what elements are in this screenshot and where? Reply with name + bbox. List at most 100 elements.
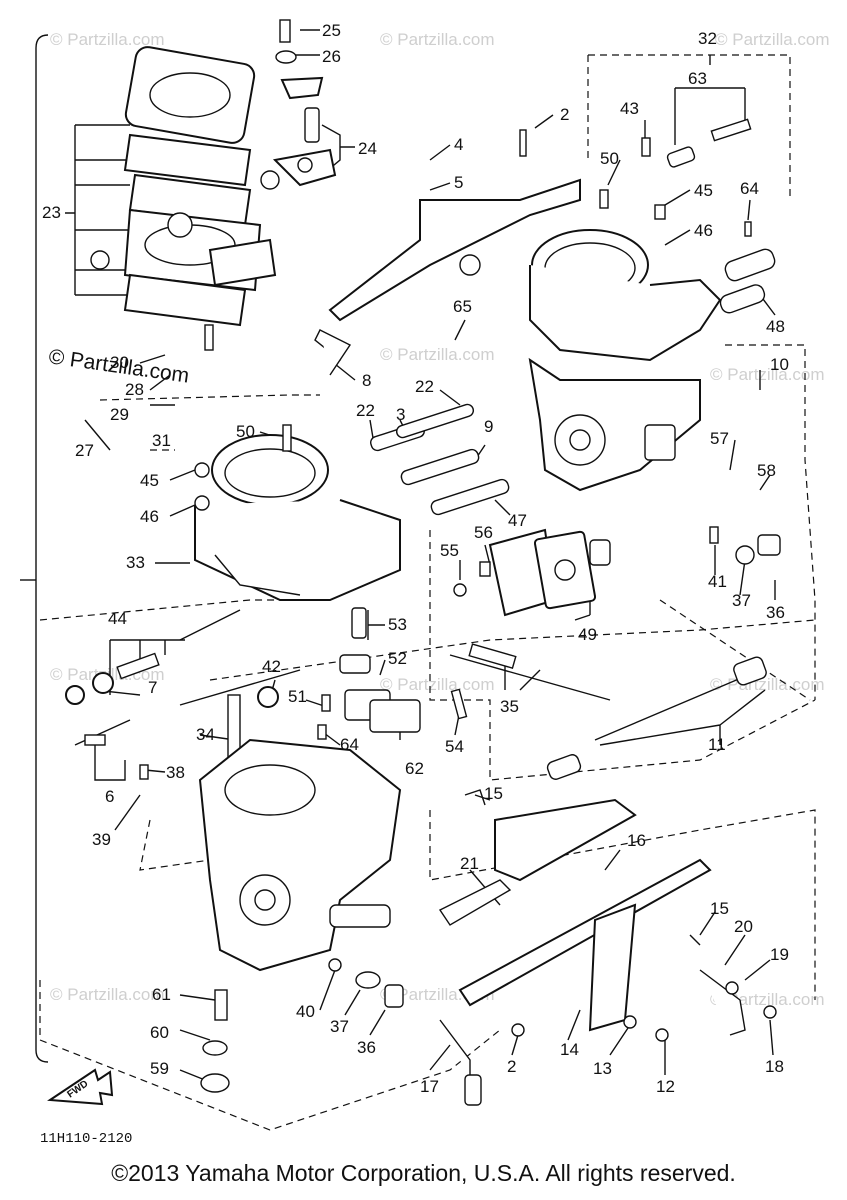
callout-46: 46 xyxy=(140,507,159,526)
part-code: 11H110-2120 xyxy=(40,1131,132,1147)
callout-13: 13 xyxy=(593,1059,612,1078)
float-bowl-carburetor xyxy=(139,686,402,972)
assembly-bracket xyxy=(35,34,49,1063)
callout-19: 19 xyxy=(770,945,789,964)
callout-42: 42 xyxy=(262,657,281,676)
callout-32: 32 xyxy=(698,29,717,48)
callout-58: 58 xyxy=(757,461,776,480)
callout-17: 17 xyxy=(420,1077,439,1096)
callout-22: 22 xyxy=(356,401,375,420)
callout-22: 22 xyxy=(415,377,434,396)
callout-63: 63 xyxy=(688,69,707,88)
callout-61: 61 xyxy=(152,985,171,1004)
forward-direction-arrow: FWD xyxy=(47,1068,114,1106)
callout-36: 36 xyxy=(357,1038,376,1057)
callout-53: 53 xyxy=(388,615,407,634)
linkage-rod-assembly xyxy=(449,643,767,780)
callout-30: 30 xyxy=(110,353,129,372)
callout-29: 29 xyxy=(110,405,129,424)
callout-37: 37 xyxy=(732,591,751,610)
callout-59: 59 xyxy=(150,1059,169,1078)
callout-64: 64 xyxy=(740,179,759,198)
callout-37: 37 xyxy=(330,1017,349,1036)
watermark: © Partzilla.com xyxy=(50,30,165,49)
callout-15: 15 xyxy=(710,899,729,918)
watermark: © Partzilla.com xyxy=(380,30,495,49)
callout-48: 48 xyxy=(766,317,785,336)
callout-3: 3 xyxy=(396,405,405,424)
copyright-notice: ©2013 Yamaha Motor Corporation, U.S.A. A… xyxy=(111,1160,736,1186)
callout-12: 12 xyxy=(656,1077,675,1096)
watermark: © Partzilla.com xyxy=(710,365,825,384)
callout-26: 26 xyxy=(322,47,341,66)
throttle-linkage-bottom xyxy=(438,789,777,1106)
callout-52: 52 xyxy=(388,649,407,668)
callout-16: 16 xyxy=(627,831,646,850)
callout-38: 38 xyxy=(166,763,185,782)
callout-35: 35 xyxy=(500,697,519,716)
callout-20: 20 xyxy=(734,917,753,936)
callout-2: 2 xyxy=(560,105,569,124)
watermark: © Partzilla.com xyxy=(50,985,165,1004)
bottom-fasteners xyxy=(200,526,781,1093)
callout-56: 56 xyxy=(474,523,493,542)
callout-8: 8 xyxy=(362,371,371,390)
carburetor-middle-left xyxy=(194,424,401,601)
callout-24: 24 xyxy=(358,139,377,158)
callout-64: 64 xyxy=(340,735,359,754)
callout-23: 23 xyxy=(42,203,61,222)
callout-10: 10 xyxy=(770,355,789,374)
callout-47: 47 xyxy=(508,511,527,530)
callout-62: 62 xyxy=(405,759,424,778)
callout-28: 28 xyxy=(125,380,144,399)
callout-60: 60 xyxy=(150,1023,169,1042)
watermark-layer: © Partzilla.com © Partzilla.com © Partzi… xyxy=(47,30,829,1009)
callout-27: 27 xyxy=(75,441,94,460)
carburetor-upper-right xyxy=(519,118,776,492)
callout-65: 65 xyxy=(453,297,472,316)
callout-50: 50 xyxy=(600,149,619,168)
callout-40: 40 xyxy=(296,1002,315,1021)
fuel-pump-cover xyxy=(208,19,337,287)
pilot-screw-assembly xyxy=(65,652,160,746)
callout-44: 44 xyxy=(108,609,127,628)
callout-6: 6 xyxy=(105,787,114,806)
callout-45: 45 xyxy=(140,471,159,490)
callout-41: 41 xyxy=(708,572,727,591)
callout-45: 45 xyxy=(694,181,713,200)
callout-2: 2 xyxy=(507,1057,516,1076)
callout-39: 39 xyxy=(92,830,111,849)
callout-31: 31 xyxy=(152,431,171,450)
callout-9: 9 xyxy=(484,417,493,436)
watermark: © Partzilla.com xyxy=(715,30,830,49)
callout-5: 5 xyxy=(454,173,463,192)
callout-4: 4 xyxy=(454,135,463,154)
tubes-and-pipes xyxy=(179,329,510,706)
accelerator-pump xyxy=(453,528,611,617)
callout-34: 34 xyxy=(196,725,215,744)
dashed-outlines xyxy=(39,54,816,1131)
callout-11: 11 xyxy=(708,735,726,754)
callout-33: 33 xyxy=(126,553,145,572)
gasket-and-pad-parts xyxy=(317,607,421,740)
watermark: © Partzilla.com xyxy=(380,345,495,364)
callout-51: 51 xyxy=(288,687,307,706)
callout-36: 36 xyxy=(766,603,785,622)
diaphragm-stack xyxy=(90,46,280,351)
callout-18: 18 xyxy=(765,1057,784,1076)
callout-25: 25 xyxy=(322,21,341,40)
watermark: © Partzilla.com xyxy=(380,675,495,694)
callout-46: 46 xyxy=(694,221,713,240)
callout-7: 7 xyxy=(148,678,157,697)
callout-14: 14 xyxy=(560,1040,579,1059)
callout-21: 21 xyxy=(460,854,479,873)
callout-57: 57 xyxy=(710,429,729,448)
callout-50: 50 xyxy=(236,422,255,441)
callout-54: 54 xyxy=(445,737,464,756)
callout-43: 43 xyxy=(620,99,639,118)
callout-15: 15 xyxy=(484,784,503,803)
callout-55: 55 xyxy=(440,541,459,560)
callout-49: 49 xyxy=(578,625,597,644)
